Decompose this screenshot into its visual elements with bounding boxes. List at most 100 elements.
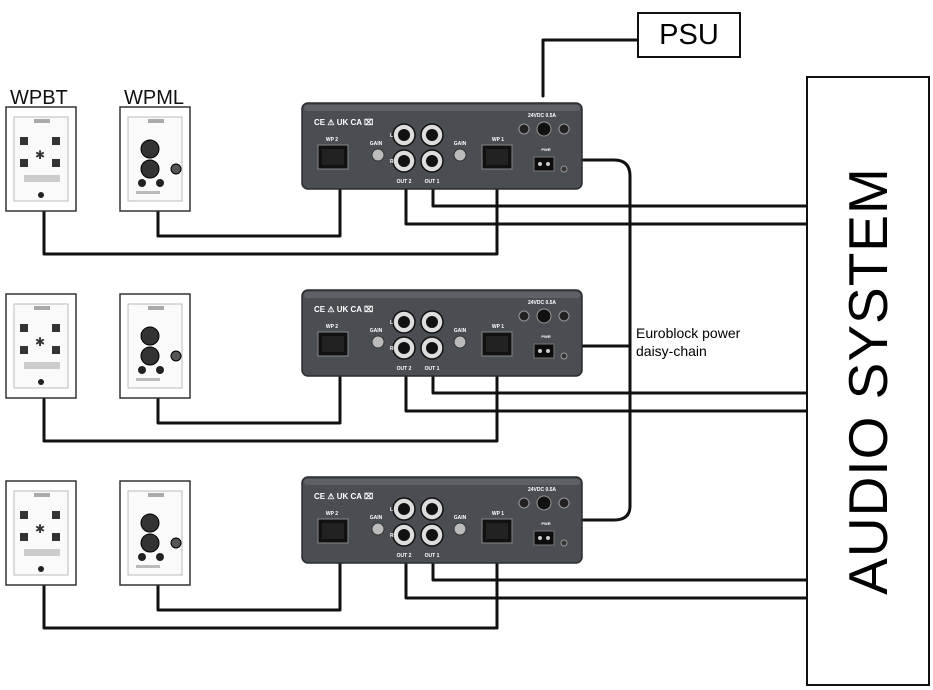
wpml-plate-face <box>127 303 183 389</box>
dc-power-jack <box>536 121 552 137</box>
gain-knob-right <box>453 522 467 536</box>
dc-jack-right <box>558 123 570 135</box>
wpml-plate-face <box>127 116 183 202</box>
psu-box: PSU <box>637 12 741 58</box>
compliance-logos: CE ⚠ UK CA ⌧ <box>314 492 373 501</box>
wpbt-button-4 <box>52 533 60 541</box>
rca-out1-right-center <box>426 342 438 354</box>
dc-jack-left <box>518 123 530 135</box>
wpbt-button-3 <box>20 533 28 541</box>
wpml-wall-plate-row-1 <box>119 106 191 212</box>
wpml-knob <box>138 179 146 187</box>
gain-label-left: GAIN <box>370 328 383 334</box>
compliance-logos: CE ⚠ UK CA ⌧ <box>314 305 373 314</box>
wpml-wall-plate-row-3 <box>119 480 191 586</box>
wp1-rj45-inner <box>486 149 508 165</box>
wp2-rj45-inner <box>322 336 344 352</box>
wp2-label: WP 2 <box>326 324 338 330</box>
gain-label-left: GAIN <box>370 141 383 147</box>
rca-jack-icon <box>170 350 182 362</box>
channel-l-label: L <box>390 133 393 139</box>
note-line-2: daisy-chain <box>636 343 707 359</box>
wpbt-wall-plate-row-2: ✱ <box>5 293 77 399</box>
bluetooth-icon: ✱ <box>35 335 45 349</box>
bluetooth-icon: ✱ <box>35 148 45 162</box>
rca-out2-left-center <box>398 503 410 515</box>
rca-out2-left-center <box>398 316 410 328</box>
amplifier-top-edge <box>304 479 580 485</box>
gain-label-left: GAIN <box>370 515 383 521</box>
wpml-knob-2 <box>156 553 164 561</box>
channel-r-label: R <box>390 159 394 165</box>
daisy-chain-note: Euroblock power daisy-chain <box>636 324 740 360</box>
out1-label: OUT 1 <box>425 179 440 185</box>
euroblock-pin-1 <box>538 162 542 166</box>
wp1-rj45-inner <box>486 336 508 352</box>
wp1-label: WP 1 <box>492 324 504 330</box>
dc-jack-left <box>518 310 530 322</box>
wp2-cable-row-3 <box>156 534 342 612</box>
wpbt-display-strip <box>24 175 60 182</box>
pwr-label: PWR <box>541 521 550 526</box>
rca-out2-right-center <box>398 342 410 354</box>
gain-label-right: GAIN <box>454 515 467 521</box>
dc-jack-right <box>558 310 570 322</box>
amplifier-top-edge <box>304 105 580 111</box>
gain-knob-right <box>453 335 467 349</box>
channel-r-label: R <box>390 346 394 352</box>
xlr-jack-icon-2 <box>140 533 160 553</box>
wpbt-wall-plate-row-1: ✱ <box>5 106 77 212</box>
wpml-label: WPML <box>124 87 184 109</box>
wpml-plate-face <box>127 490 183 576</box>
amplifier-top-edge <box>304 292 580 298</box>
wpml-knob <box>138 553 146 561</box>
wpbt-button-2 <box>52 511 60 519</box>
wp1-label: WP 1 <box>492 137 504 143</box>
psu-label: PSU <box>659 18 719 51</box>
euroblock-pin-2 <box>546 349 550 353</box>
euroblock-pin-1 <box>538 349 542 353</box>
wpml-knob-2 <box>156 366 164 374</box>
gain-knob-right <box>453 148 467 162</box>
status-led <box>560 539 568 547</box>
gain-label-right: GAIN <box>454 328 467 334</box>
wpbt-button-2 <box>52 324 60 332</box>
wpbt-button-1 <box>20 324 28 332</box>
out1-label: OUT 1 <box>425 553 440 559</box>
xlr-jack-icon <box>140 513 160 533</box>
wpbt-led <box>38 379 44 385</box>
wp1-cable-row-2 <box>42 347 499 443</box>
wpbt-display-strip <box>24 362 60 369</box>
wp2-rj45-inner <box>322 523 344 539</box>
wpbt-button-1 <box>20 137 28 145</box>
euroblock-connector <box>533 343 555 359</box>
gain-label-right: GAIN <box>454 141 467 147</box>
bluetooth-icon: ✱ <box>35 522 45 536</box>
audio-system-box: AUDIO SYSTEM <box>806 76 930 686</box>
rca-jack-icon <box>170 163 182 175</box>
note-line-1: Euroblock power <box>636 325 741 341</box>
rca-out2-right-center <box>398 155 410 167</box>
out2-label: OUT 2 <box>397 366 412 372</box>
wp1-label: WP 1 <box>492 511 504 517</box>
rca-jack-icon <box>170 537 182 549</box>
gain-knob-left <box>371 148 385 162</box>
xlr-jack-icon-2 <box>140 159 160 179</box>
rca-out1-left-center <box>426 316 438 328</box>
euroblock-pin-2 <box>546 536 550 540</box>
wpbt-logo <box>34 306 50 310</box>
rca-out1-right-center <box>426 529 438 541</box>
xlr-jack-icon <box>140 139 160 159</box>
wpbt-button-3 <box>20 346 28 354</box>
wpbt-button-3 <box>20 159 28 167</box>
rca-out1-left-center <box>426 503 438 515</box>
power-rating-label: 24VDC 0.5A <box>528 113 556 119</box>
wpml-knob-2 <box>156 179 164 187</box>
gain-knob-left <box>371 522 385 536</box>
euroblock-pin-1 <box>538 536 542 540</box>
rca-out1-left-center <box>426 129 438 141</box>
wp1-cable-row-3 <box>42 534 499 630</box>
